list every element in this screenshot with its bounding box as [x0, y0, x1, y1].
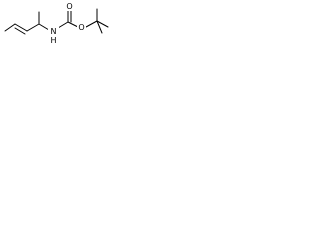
bond-tert-butyl-methyl-bottom [96, 20, 103, 34]
bond-alkene-double-2 [14, 27, 26, 35]
carbonyl-oxygen-atom: O [66, 2, 72, 11]
molecule-canvas: N H O O [0, 0, 123, 56]
carbonyl-oxygen-label-background [65, 1, 74, 11]
bond-methyl-alkene [4, 23, 16, 32]
bond-nitrogen-carbonyl [57, 21, 69, 29]
nitrogen-atom: N [51, 27, 57, 36]
bond-alkene-double-1 [14, 23, 28, 32]
nitrogen-label-background [48, 25, 59, 39]
hydrogen-atom: H [50, 36, 56, 45]
molecule-structure: N H O O [4, 1, 109, 45]
bond-tert-butyl-methyl-right [96, 20, 109, 28]
bond-chiral-nitrogen [38, 23, 50, 31]
ester-oxygen-label-background [77, 22, 86, 32]
ester-oxygen-atom: O [78, 23, 84, 32]
bond-to-chiral-center [26, 23, 40, 32]
bond-oxygen-tert-butyl [85, 20, 98, 28]
bond-carbonyl-ester-oxygen [67, 21, 79, 28]
